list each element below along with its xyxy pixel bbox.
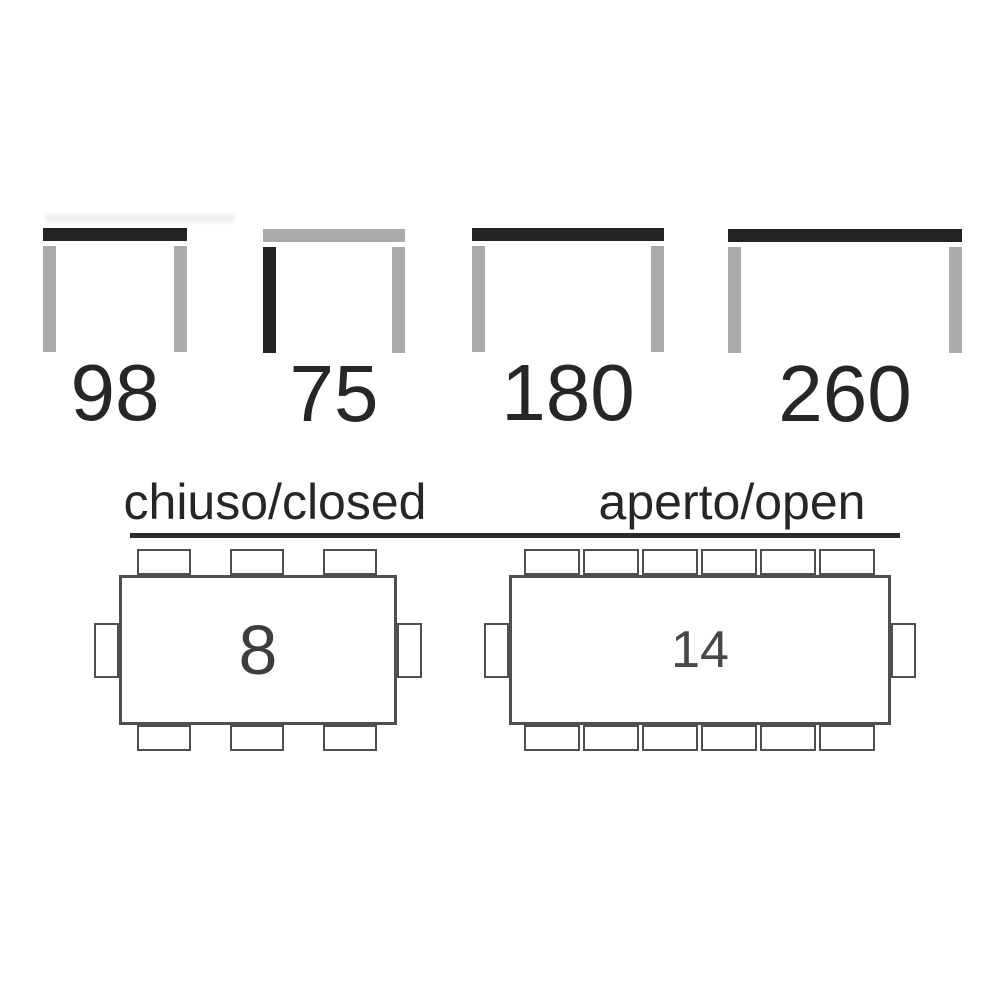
table-leg-left [43, 246, 56, 352]
table-leg-left [472, 246, 485, 352]
dimension-label: 75 [289, 349, 379, 438]
seat-count: 14 [671, 621, 729, 679]
table-outline: 14 [509, 575, 891, 725]
chair [641, 549, 698, 575]
seating-plan-closed: 8 [94, 549, 422, 752]
chairs-top-row [119, 549, 395, 575]
chair [818, 549, 875, 575]
chair-right [891, 622, 916, 678]
chair [582, 725, 639, 751]
elevation-length-260: 260 [728, 229, 962, 434]
chair-left [484, 622, 509, 678]
plan-middle: 14 [484, 575, 916, 725]
plan-middle: 8 [94, 575, 422, 725]
chair [759, 549, 816, 575]
open-section-label: aperto/open [598, 474, 866, 530]
artifact-smudge [45, 215, 235, 222]
chair [523, 725, 580, 751]
table-leg-right [651, 246, 664, 352]
elevation-height-75: 75 [263, 229, 405, 434]
table-leg-right [392, 247, 405, 353]
tabletop-bar [263, 229, 405, 242]
chairs-bottom-row [119, 725, 395, 752]
chair-right [397, 622, 422, 678]
closed-section-label: chiuso/closed [123, 474, 427, 530]
tabletop-bar [728, 229, 962, 242]
chair [230, 725, 284, 751]
table-leg-left [263, 247, 276, 353]
seat-count: 8 [238, 611, 278, 689]
tabletop-bar [472, 228, 664, 241]
chairs-bottom-row [509, 725, 889, 752]
dimension-label: 260 [778, 349, 912, 438]
table-leg-right [949, 247, 962, 353]
chair [230, 549, 284, 575]
elevation-width-98: 98 [43, 228, 187, 433]
table-outline: 8 [119, 575, 397, 725]
chairs-top-row [509, 549, 889, 575]
chair [323, 549, 377, 575]
chair [641, 725, 698, 751]
chair [700, 549, 757, 575]
elevation-length-180: 180 [472, 228, 664, 433]
chair [523, 549, 580, 575]
chair [137, 725, 191, 751]
chair [818, 725, 875, 751]
table-leg-right [174, 246, 187, 352]
dimension-label: 98 [70, 348, 160, 437]
chair-left [94, 622, 119, 678]
chair [582, 549, 639, 575]
chair [759, 725, 816, 751]
table-leg-left [728, 247, 741, 353]
chair [323, 725, 377, 751]
section-underline [130, 533, 900, 538]
chair [137, 549, 191, 575]
dimension-label: 180 [501, 348, 635, 437]
tabletop-bar [43, 228, 187, 241]
seating-plan-open: 14 [484, 549, 916, 752]
chair [700, 725, 757, 751]
